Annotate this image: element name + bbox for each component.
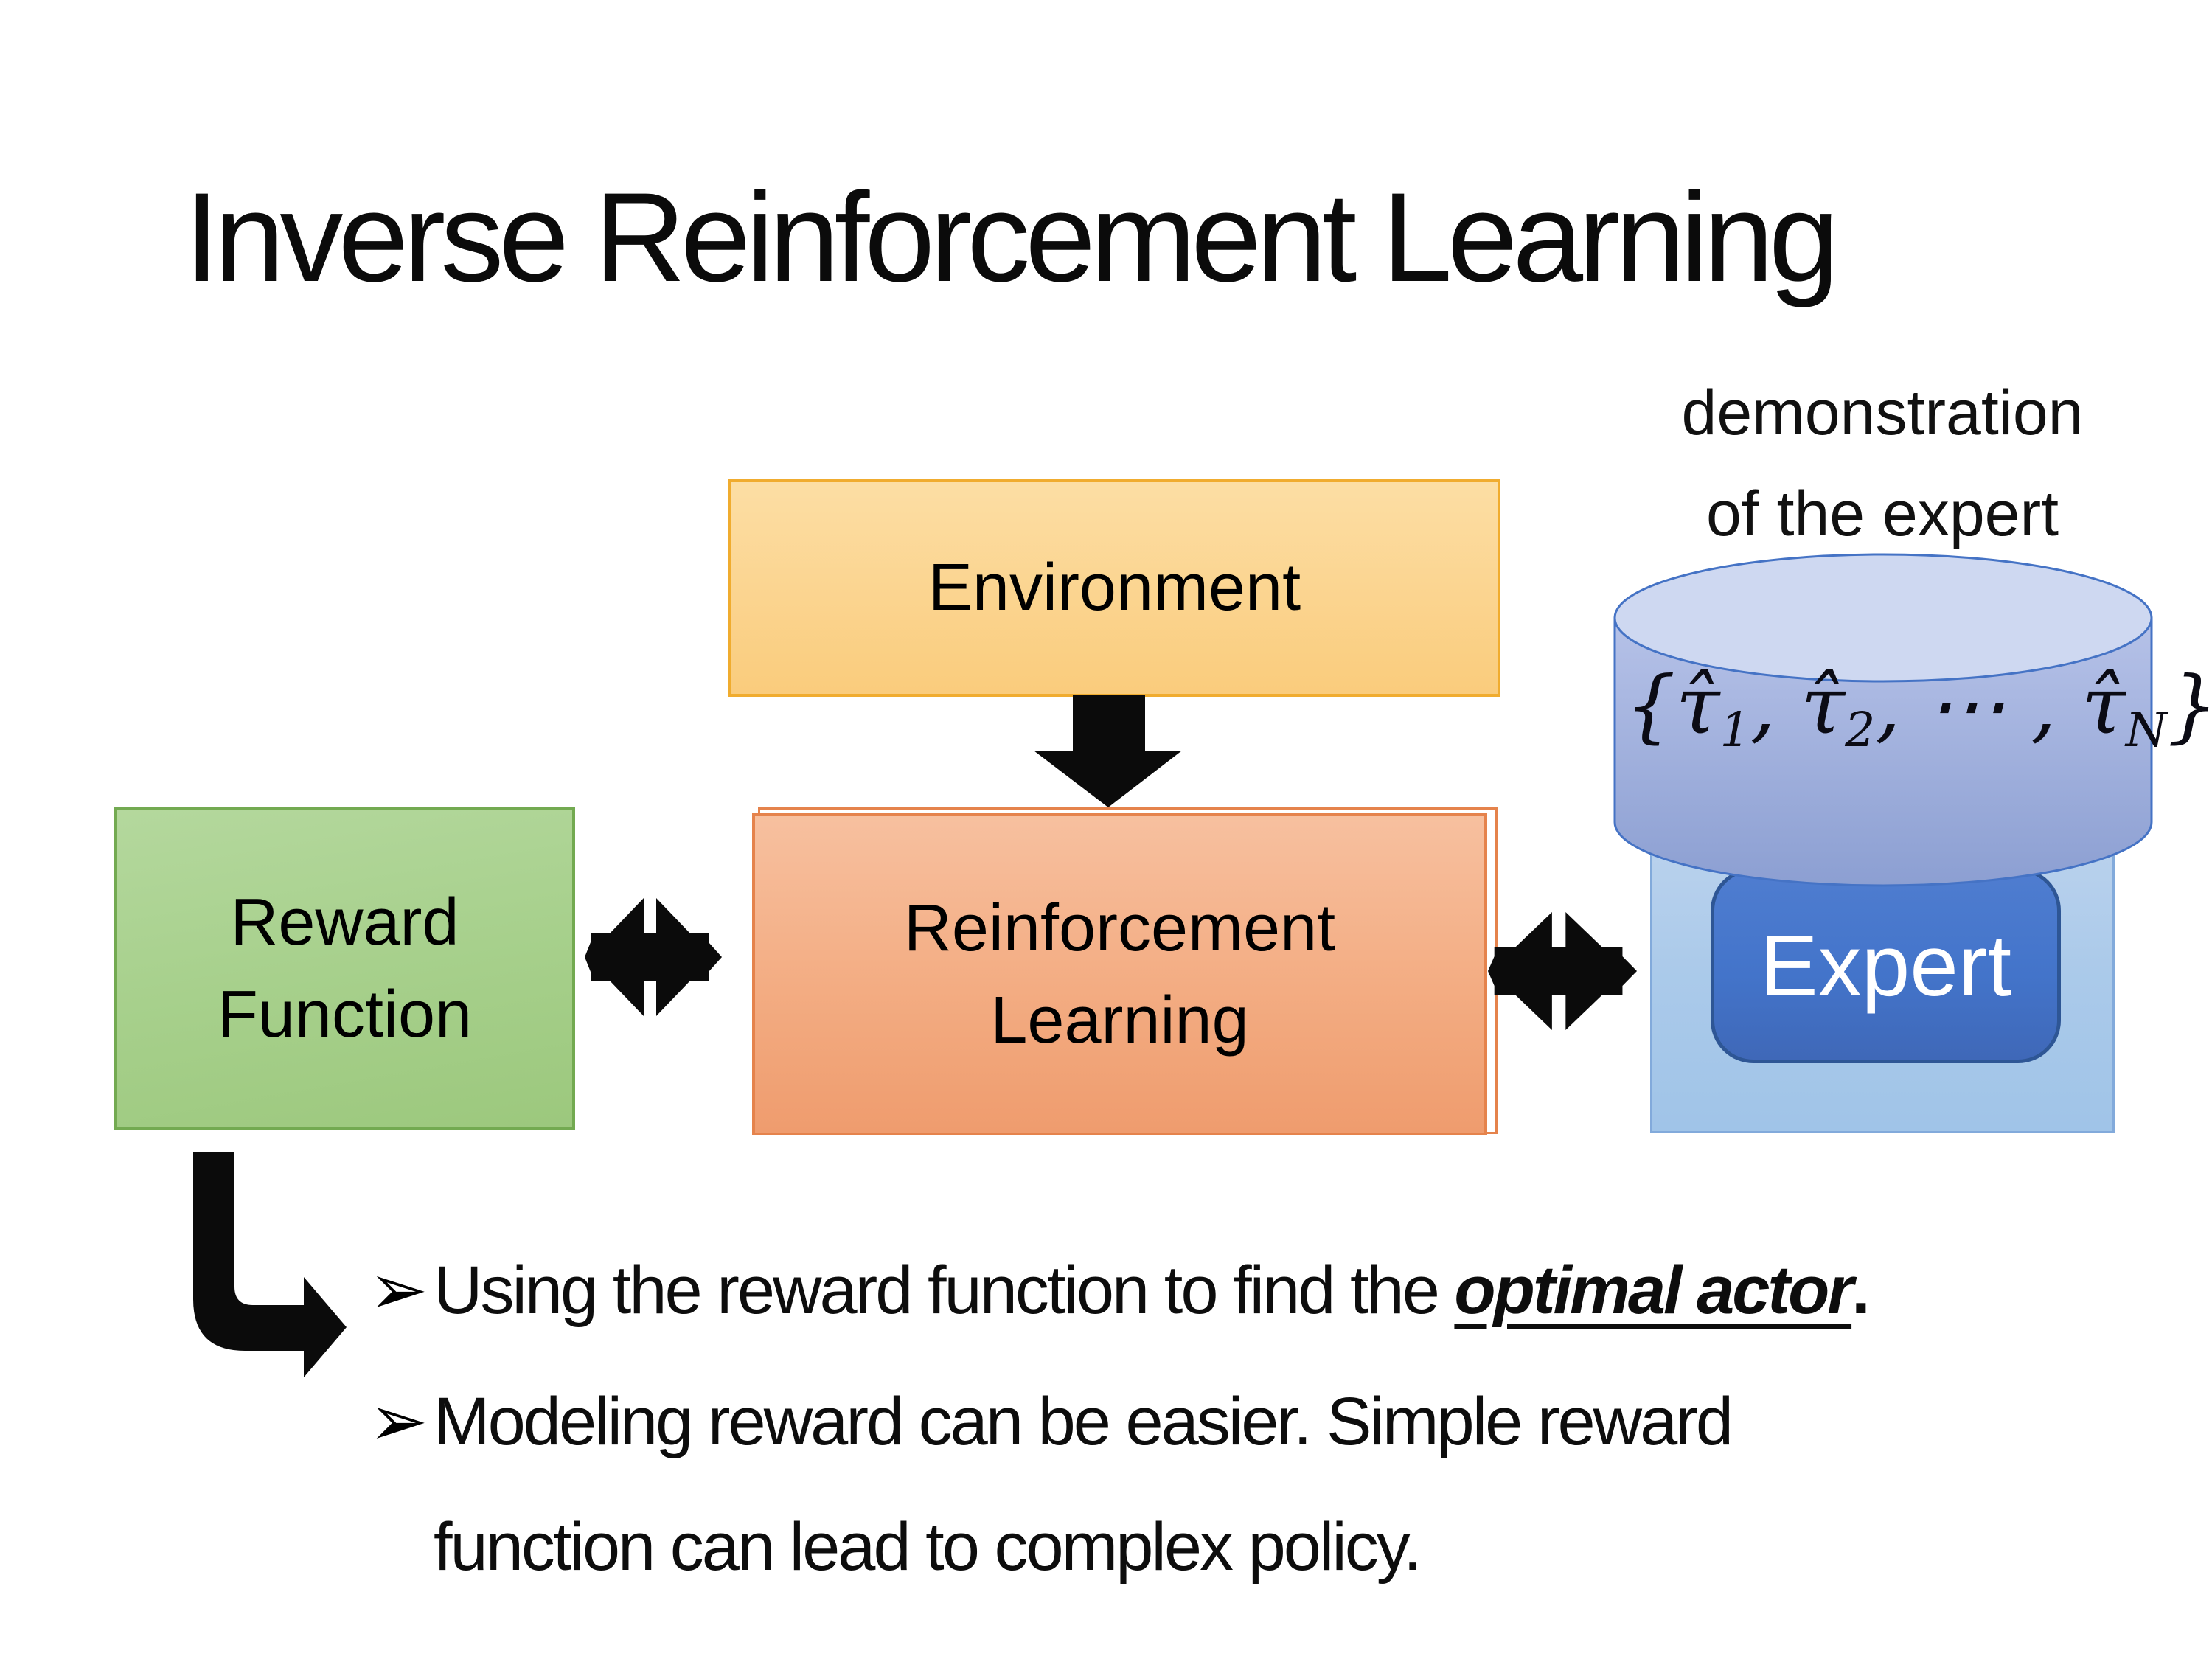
trajectory-set-formula: {τ̂1, τ̂2, ⋯ , τ̂N} [1625,660,2212,759]
demonstration-label-line2: of the expert [1705,479,2059,549]
slide-title: Inverse Reinforcement Learning [184,167,1840,308]
exchange-arrow-right-icon [1488,912,1637,1030]
bullet-2-line1: Modeling reward can be easier. Simple re… [434,1384,1733,1459]
demonstration-label-line1: demonstration [1681,378,2084,448]
environment-box: Environment [728,479,1500,697]
bent-arrow-icon [193,1152,347,1377]
bullet-marker-icon: ➢ [369,1251,428,1329]
bullet-item-2: ➢ Modeling reward can be easier. Simple … [369,1359,1733,1610]
rl-label-line1: Reinforcement [903,891,1336,965]
bullet-marker-icon: ➢ [369,1382,428,1461]
reward-label-line1: Reward [230,885,459,959]
reward-label-line2: Function [217,977,473,1051]
rl-label-line2: Learning [990,983,1249,1057]
demonstration-cylinder-icon [1613,553,2153,887]
down-arrow-icon [1034,695,1182,807]
bullet-item-1: ➢ Using the reward function to find the … [369,1250,1871,1331]
environment-label: Environment [928,551,1301,625]
expert-box: Expert [1711,868,2061,1063]
reinforcement-learning-box: Reinforcement Learning [752,813,1487,1135]
reward-function-box: Reward Function [114,807,575,1130]
expert-label: Expert [1759,917,2012,1015]
bullet-2-text: Modeling reward can be easier. Simple re… [434,1359,1733,1610]
demonstration-label: demonstration of the expert [1624,363,2140,565]
bullet-1-text: Using the reward function to find the op… [434,1253,1871,1328]
exchange-arrow-left-icon [585,898,722,1016]
bullet-2-line2: function can lead to complex policy. [434,1509,1422,1585]
